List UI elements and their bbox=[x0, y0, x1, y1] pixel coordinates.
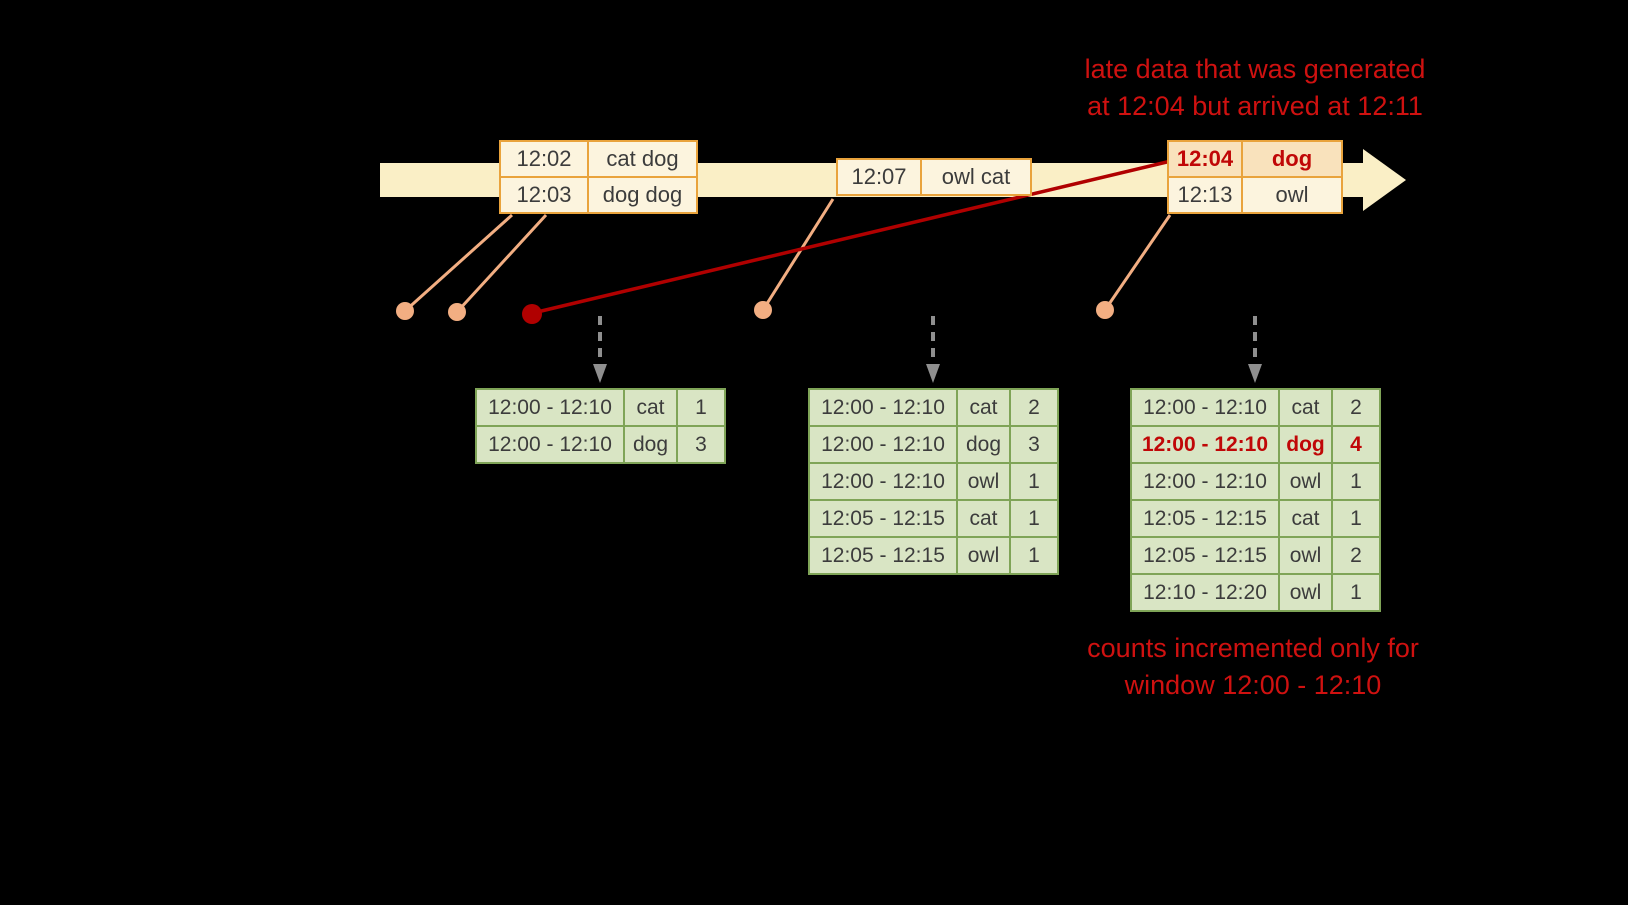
count-cell: 3 bbox=[678, 427, 724, 462]
word-cell: owl bbox=[958, 538, 1009, 573]
window-cell: 12:00 - 12:10 bbox=[1132, 464, 1278, 499]
timeline-arrow-head bbox=[1363, 149, 1406, 211]
count-cell: 1 bbox=[1011, 538, 1057, 573]
late-data-annotation: late data that was generated at 12:04 bu… bbox=[1035, 51, 1475, 125]
word-cell: cat bbox=[958, 501, 1009, 536]
window-cell: 12:00 - 12:10 bbox=[477, 390, 623, 425]
word-cell: owl bbox=[1280, 538, 1331, 573]
arrival-dot bbox=[396, 302, 414, 320]
late-data-annotation-line1: late data that was generated bbox=[1084, 54, 1426, 84]
late-arrival-dot bbox=[522, 304, 542, 324]
word-cell: cat bbox=[1280, 390, 1331, 425]
window-cell: 12:05 - 12:15 bbox=[1132, 538, 1278, 573]
words-cell: dog bbox=[1243, 142, 1341, 176]
time-cell: 12:04 bbox=[1169, 142, 1241, 176]
trigger-arrowhead-icon bbox=[1248, 364, 1262, 383]
word-cell: owl bbox=[1280, 464, 1331, 499]
window-cell: 12:00 - 12:10 bbox=[810, 390, 956, 425]
words-cell: cat dog bbox=[589, 142, 696, 176]
trigger-arrow bbox=[1248, 316, 1262, 383]
word-cell: dog bbox=[958, 427, 1009, 462]
window-cell: 12:00 - 12:10 bbox=[810, 464, 956, 499]
word-cell: owl bbox=[958, 464, 1009, 499]
count-cell: 1 bbox=[1333, 501, 1379, 536]
window-cell: 12:00 - 12:10 bbox=[810, 427, 956, 462]
connector-line bbox=[455, 213, 548, 314]
window-cell: 12:00 - 12:10 bbox=[1132, 390, 1278, 425]
counts-annotation: counts incremented only for window 12:00… bbox=[1020, 630, 1486, 704]
counts-annotation-line2: window 12:00 - 12:10 bbox=[1124, 670, 1382, 700]
window-cell: 12:05 - 12:15 bbox=[810, 538, 956, 573]
late-data-annotation-line2: at 12:04 but arrived at 12:11 bbox=[1087, 91, 1423, 121]
connector-line bbox=[403, 213, 514, 313]
trigger-arrow bbox=[593, 316, 607, 383]
count-cell: 4 bbox=[1333, 427, 1379, 462]
time-cell: 12:03 bbox=[501, 178, 587, 212]
trigger-arrowhead-icon bbox=[593, 364, 607, 383]
window-cell: 12:05 - 12:15 bbox=[1132, 501, 1278, 536]
trigger-arrow bbox=[926, 316, 940, 383]
window-cell: 12:05 - 12:15 bbox=[810, 501, 956, 536]
count-cell: 1 bbox=[1333, 575, 1379, 610]
count-cell: 1 bbox=[1011, 464, 1057, 499]
time-cell: 12:13 bbox=[1169, 178, 1241, 212]
window-cell: 12:10 - 12:20 bbox=[1132, 575, 1278, 610]
window-cell: 12:00 - 12:10 bbox=[1132, 427, 1278, 462]
window-cell: 12:00 - 12:10 bbox=[477, 427, 623, 462]
connector-line bbox=[1103, 214, 1172, 311]
time-cell: 12:02 bbox=[501, 142, 587, 176]
word-cell: cat bbox=[958, 390, 1009, 425]
count-cell: 1 bbox=[1011, 501, 1057, 536]
connector-line bbox=[761, 198, 835, 311]
word-cell: dog bbox=[1280, 427, 1331, 462]
word-cell: dog bbox=[625, 427, 676, 462]
words-cell: owl bbox=[1243, 178, 1341, 212]
count-cell: 1 bbox=[678, 390, 724, 425]
count-cell: 2 bbox=[1011, 390, 1057, 425]
arrival-dot bbox=[448, 303, 466, 321]
count-cell: 3 bbox=[1011, 427, 1057, 462]
word-cell: cat bbox=[1280, 501, 1331, 536]
word-cell: cat bbox=[625, 390, 676, 425]
count-cell: 2 bbox=[1333, 538, 1379, 573]
time-cell: 12:07 bbox=[838, 160, 920, 194]
count-cell: 2 bbox=[1333, 390, 1379, 425]
trigger-arrowhead-icon bbox=[926, 364, 940, 383]
counts-annotation-line1: counts incremented only for bbox=[1087, 633, 1419, 663]
count-cell: 1 bbox=[1333, 464, 1379, 499]
arrival-dot bbox=[1096, 301, 1114, 319]
word-cell: owl bbox=[1280, 575, 1331, 610]
arrival-dot bbox=[754, 301, 772, 319]
words-cell: dog dog bbox=[589, 178, 696, 212]
words-cell: owl cat bbox=[922, 160, 1030, 194]
